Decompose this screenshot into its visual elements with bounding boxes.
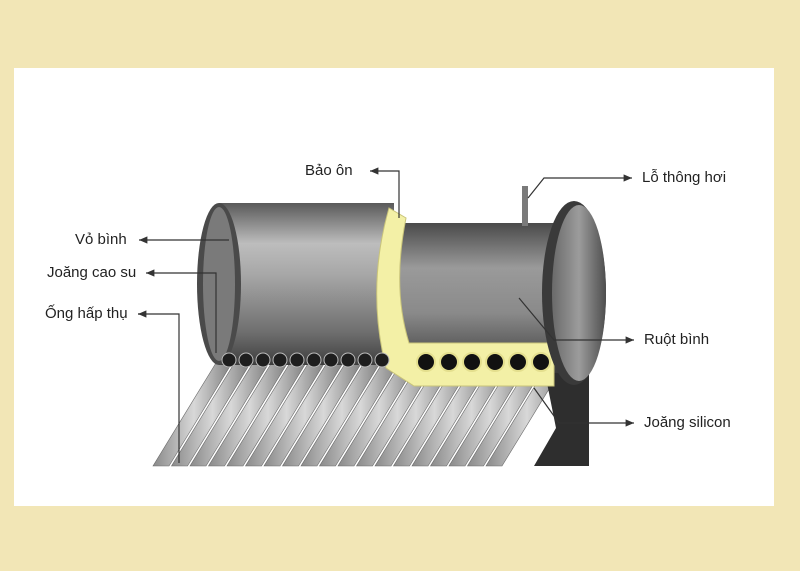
casing-hole	[238, 352, 254, 368]
casing-hole	[323, 352, 339, 368]
casing-hole	[289, 352, 305, 368]
solar-water-heater-diagram	[138, 167, 634, 467]
tank-hole	[508, 352, 528, 372]
casing-hole	[255, 352, 271, 368]
label-vo-binh: Vỏ bình	[75, 231, 127, 248]
tank-hole	[485, 352, 505, 372]
label-bao-on: Bảo ôn	[305, 162, 353, 179]
vent-pipe	[522, 186, 528, 226]
casing-hole	[306, 352, 322, 368]
label-joang-silicon: Joăng silicon	[644, 414, 731, 431]
tank-hole	[531, 352, 551, 372]
tank-hole	[416, 352, 436, 372]
tank-hole	[462, 352, 482, 372]
outer-casing	[197, 203, 394, 365]
casing-hole	[221, 352, 237, 368]
label-joang-cao-su: Joăng cao su	[47, 264, 137, 281]
label-ruot-binh: Ruột bình	[644, 331, 710, 348]
label-ong-hap-thu: Ống hấp thụ	[45, 305, 128, 322]
casing-hole	[340, 352, 356, 368]
casing-hole	[272, 352, 288, 368]
tube-holes	[416, 352, 551, 372]
leader-lines	[138, 167, 634, 463]
diagram-panel: Bảo ôn Lỗ thông hơi Vỏ bình Joăng cao su…	[14, 68, 774, 506]
casing-hole	[357, 352, 373, 368]
end-cap	[542, 201, 606, 385]
tank-hole	[439, 352, 459, 372]
casing-tube-holes	[221, 352, 390, 368]
casing-hole	[374, 352, 390, 368]
label-lo-thong-hoi: Lỗ thông hơi	[642, 169, 727, 186]
